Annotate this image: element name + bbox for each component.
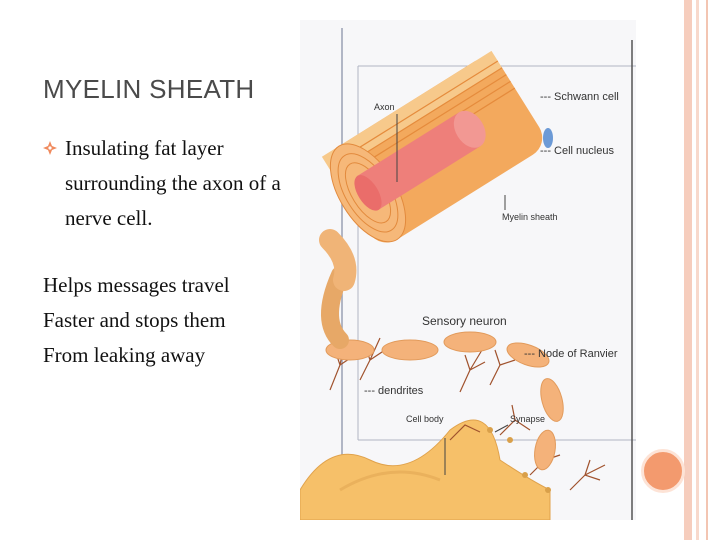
neuron-illustration: --- Schwann cell Axon --- Cell nucleus M…: [300, 20, 636, 520]
label-dendrites: --- dendrites: [364, 385, 424, 397]
paragraph-line: Helps messages travel: [43, 268, 283, 303]
paragraph-line: Faster and stops them: [43, 303, 283, 338]
bullet-text: Insulating fat layer surrounding the axo…: [65, 131, 285, 236]
label-myelin-sheath: Myelin sheath: [502, 212, 558, 222]
label-cell-nucleus: --- Cell nucleus: [540, 145, 614, 157]
label-sensory-neuron: Sensory neuron: [422, 314, 507, 328]
paragraph-line: From leaking away: [43, 338, 283, 373]
label-cell-body: Cell body: [406, 414, 444, 424]
slide-border-line: [706, 0, 708, 540]
slide-title: MYELIN SHEATH: [43, 74, 254, 105]
label-schwann-cell: --- Schwann cell: [540, 91, 619, 103]
label-synapse: Synapse: [510, 414, 545, 424]
slide-border-inner: [696, 0, 699, 540]
body-paragraph: Helps messages travel Faster and stops t…: [43, 268, 283, 373]
slide-border-outer: [684, 0, 692, 540]
diamond-star-icon: [43, 141, 57, 155]
label-axon: Axon: [374, 102, 395, 112]
label-node-of-ranvier: --- Node of Ranvier: [524, 348, 618, 360]
accent-circle: [641, 449, 685, 493]
neuron-diagram: --- Schwann cell Axon --- Cell nucleus M…: [300, 20, 636, 520]
